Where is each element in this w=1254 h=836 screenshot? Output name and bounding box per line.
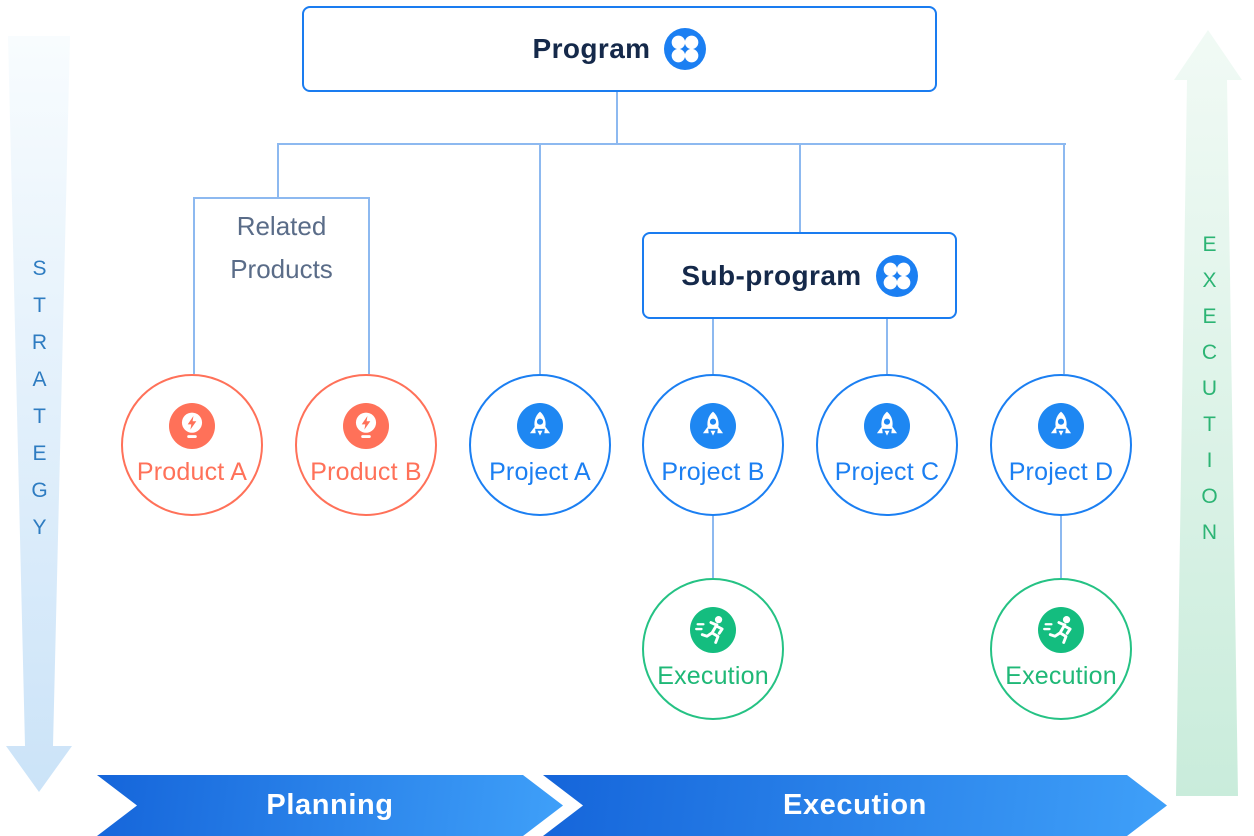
connector-project-b-execution [712,516,714,578]
project-c-node: Project C [816,374,958,516]
strategy-down-arrow [6,36,72,792]
program-clover-icon [664,28,707,70]
project-d-node: Project D [990,374,1132,516]
project-c-label: Project C [834,458,940,486]
sub-program-node: Sub-program [642,232,957,319]
runner-icon [690,607,736,653]
strategy-label: STRATEGY [28,257,51,553]
product-a-label: Product A [136,458,248,486]
connector-subprogram-project-c [886,319,888,374]
related-products-label: Related Products [193,205,370,291]
execution-side-label: EXECUTION [1198,233,1221,557]
planning-banner: Planning [97,775,563,836]
program-clover-icon [875,254,918,297]
execution-label-2: Execution [1005,662,1117,690]
related-products-bracket-top [193,197,370,199]
connector-program-stem [616,92,618,143]
execution-banner-label: Execution [783,789,927,821]
execution-node-2: Execution [990,578,1132,720]
lightbulb-bolt-icon [343,403,389,449]
runner-icon [1038,607,1084,653]
connector-subprogram-project-b [712,319,714,374]
related-products-line2: Products [230,254,333,284]
product-b-label: Product B [310,458,422,486]
planning-banner-label: Planning [266,789,394,821]
program-label: Program [532,33,651,64]
execution-label-1: Execution [657,662,769,690]
connector-drop-project-d [1063,143,1065,374]
project-b-node: Project B [642,374,784,516]
lightbulb-bolt-icon [169,403,215,449]
rocket-icon [690,403,736,449]
related-products-bracket-left [193,197,195,374]
related-products-bracket-right [368,197,370,374]
connector-project-d-execution [1060,516,1062,578]
sub-program-label: Sub-program [681,259,862,291]
product-b-node: Product B [295,374,437,516]
connector-drop-sub-program [799,143,801,232]
related-products-line1: Related [236,211,327,241]
execution-node-1: Execution [642,578,784,720]
rocket-icon [1038,403,1084,449]
project-b-label: Project B [661,458,765,486]
execution-banner: Execution [543,775,1167,836]
project-a-node: Project A [469,374,611,516]
rocket-icon [517,403,563,449]
product-a-node: Product A [121,374,263,516]
rocket-icon [864,403,910,449]
connector-drop-related-products [277,143,279,197]
execution-up-arrow [1174,30,1242,796]
project-d-label: Project D [1008,458,1114,486]
project-a-label: Project A [489,458,591,486]
connector-drop-project-a [539,143,541,374]
program-node: Program [302,6,937,92]
connector-main-horizontal [277,143,1066,145]
